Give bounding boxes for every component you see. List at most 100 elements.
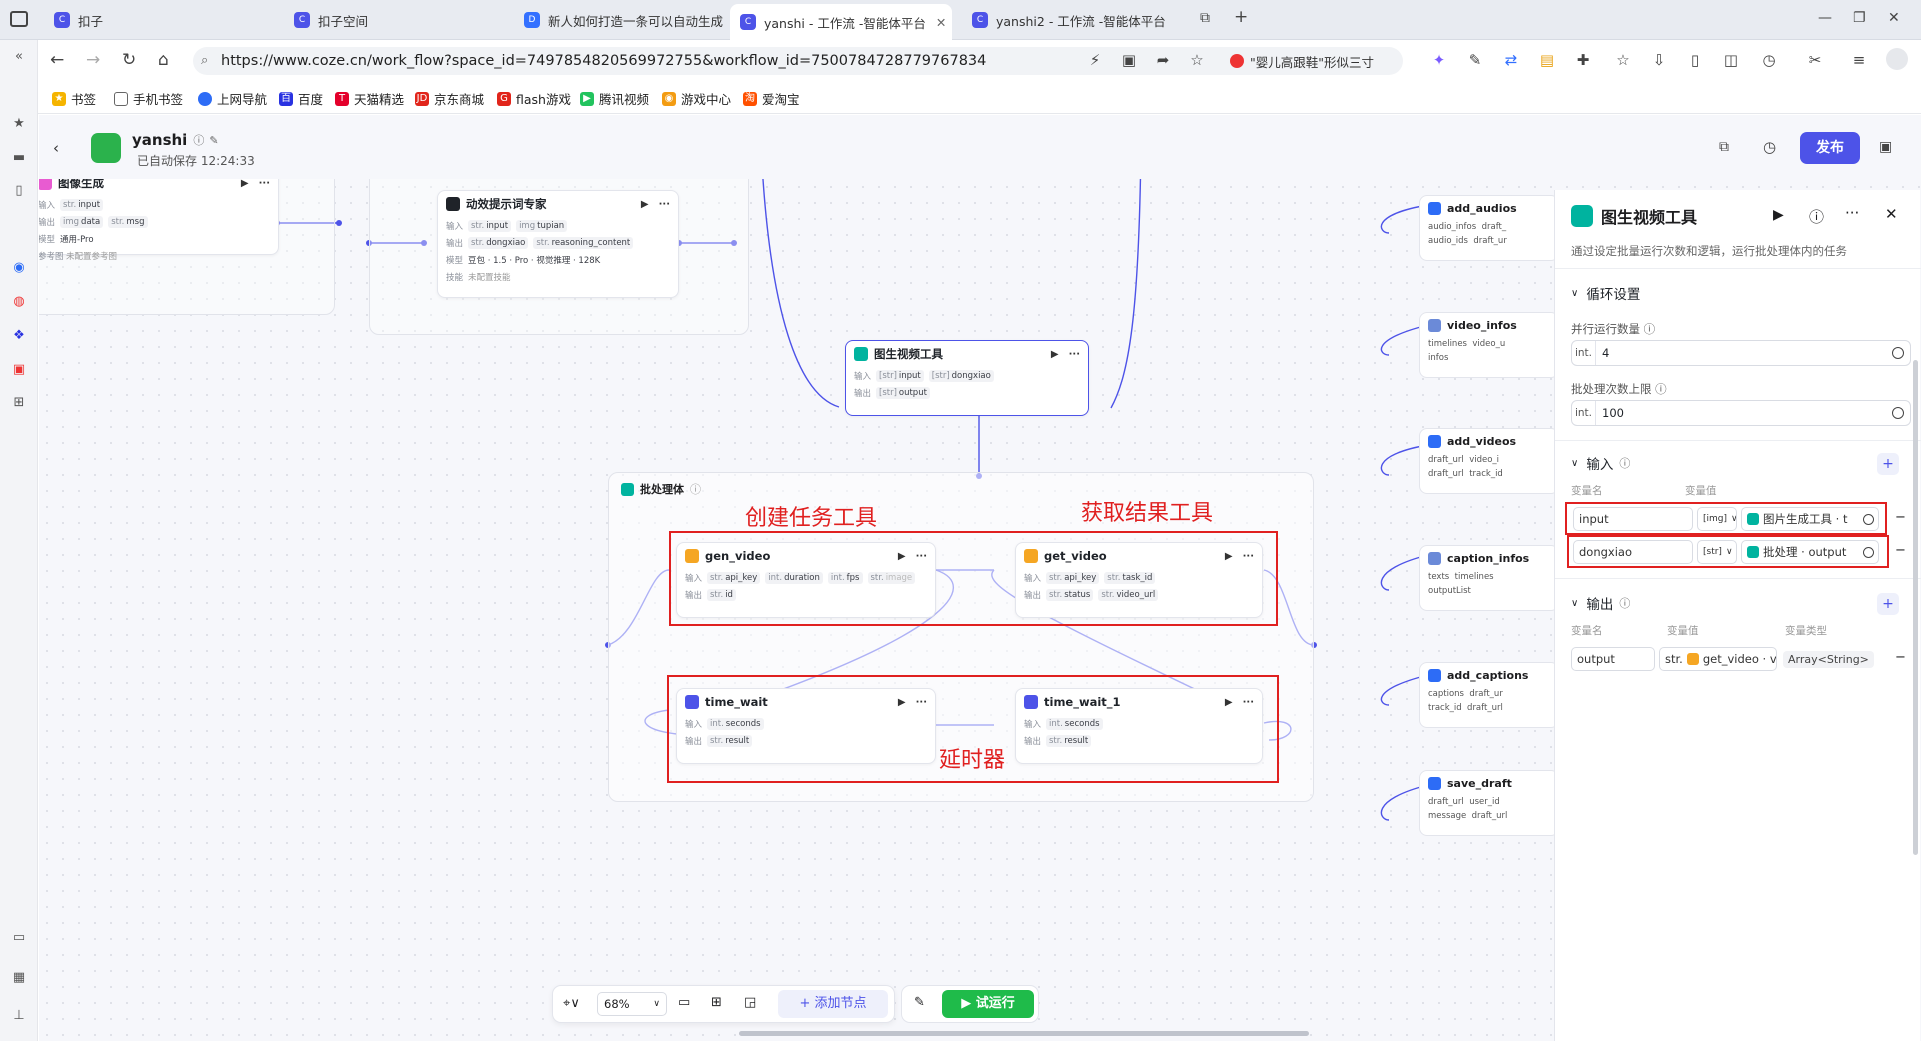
node-image-to-video-batch[interactable]: 图生视频工具▶··· 输入[str]input[str]dongxiao 输出[…	[845, 340, 1089, 416]
pin-icon[interactable]: ⊥	[13, 1008, 25, 1023]
input-ref-field[interactable]: 批处理 · output	[1741, 540, 1879, 564]
panel-scrollbar[interactable]	[1913, 360, 1918, 855]
baidu-paw-icon[interactable]: ❖	[13, 328, 25, 343]
ai-assistant-icon[interactable]: ✦	[1432, 51, 1446, 69]
back-icon[interactable]: ←	[50, 50, 65, 70]
search-hint-box[interactable]: "婴儿高跟鞋"形似三寸	[1230, 49, 1398, 73]
add-output-button[interactable]: +	[1877, 593, 1899, 615]
bookmark-item[interactable]: ▶腾讯视频	[580, 89, 649, 108]
debug-icon[interactable]: ✎	[914, 995, 925, 1010]
help-icon[interactable]: ⓘ	[1809, 208, 1825, 226]
add-node-button[interactable]: + 添加节点	[778, 990, 888, 1018]
menu-icon[interactable]: ≡	[1852, 51, 1866, 69]
bookmark-star-icon[interactable]: ☆	[1616, 51, 1630, 69]
edit-icon[interactable]: ✎	[209, 133, 219, 147]
back-arrow-icon[interactable]: ‹	[53, 139, 59, 157]
window-icon[interactable]: ◫	[1723, 51, 1739, 69]
canvas-scrollbar[interactable]	[739, 1031, 1309, 1036]
favorites-icon[interactable]: ★	[13, 116, 25, 131]
new-tab-icon[interactable]: +	[1234, 7, 1249, 27]
input-ref-field[interactable]: 图片生成工具 · t	[1741, 507, 1879, 531]
test-run-button[interactable]: ▶ 试运行	[942, 990, 1034, 1018]
more-icon[interactable]: ···	[1242, 550, 1254, 562]
phone-icon[interactable]: ▯	[1690, 51, 1700, 69]
node-add-videos[interactable]: add_videos draft_url video_i draft_url t…	[1419, 428, 1559, 494]
parallel-count-input[interactable]: int.4	[1571, 340, 1911, 366]
history-icon[interactable]: ◷	[1762, 51, 1776, 69]
phone-icon[interactable]: ▯	[15, 183, 23, 198]
panel-toggle-icon[interactable]: ▣	[1879, 139, 1893, 155]
url-bar[interactable]: ⌕ https://www.coze.cn/work_flow?space_id…	[193, 47, 1403, 75]
info-icon[interactable]: ⓘ	[193, 134, 205, 147]
output-name-field[interactable]: output	[1571, 647, 1655, 671]
tools-icon[interactable]: ✂	[1808, 51, 1822, 69]
folder-icon[interactable]: ▬	[12, 150, 26, 165]
add-app-icon[interactable]: ⊞	[13, 395, 25, 410]
bookmark-item[interactable]: 手机书签	[114, 89, 183, 108]
favorite-star-icon[interactable]: ☆	[1190, 51, 1204, 69]
run-node-icon[interactable]: ▶	[240, 177, 249, 189]
add-input-button[interactable]: +	[1877, 453, 1899, 475]
copy-icon[interactable]: ⧉	[1719, 139, 1729, 155]
profile-avatar[interactable]	[1886, 48, 1908, 70]
collapse-icon[interactable]: «	[15, 49, 23, 64]
home-icon[interactable]: ⌂	[158, 50, 169, 70]
output-ref-field[interactable]: str.get_video · v	[1659, 647, 1777, 671]
run-node-icon[interactable]: ▶	[1224, 696, 1233, 708]
app-icon[interactable]: ▣	[12, 362, 26, 377]
more-icon[interactable]: ···	[1242, 696, 1254, 708]
zoom-select[interactable]: 68%∨	[597, 992, 667, 1016]
history-icon[interactable]: ◷	[1763, 138, 1777, 156]
run-node-icon[interactable]: ▶	[897, 550, 906, 562]
download-icon[interactable]: ⇩	[1652, 51, 1666, 69]
remove-input-icon[interactable]: −	[1895, 543, 1906, 558]
bookmark-item[interactable]: 淘爱淘宝	[743, 91, 800, 107]
app-icon[interactable]: ◍	[13, 294, 25, 309]
tab-icon[interactable]: ▭	[12, 930, 26, 945]
bookmark-item[interactable]: ★书签	[52, 89, 96, 108]
folder-icon[interactable]: ▤	[1539, 51, 1555, 69]
briefcase-icon[interactable]: ▦	[12, 970, 26, 985]
bookmark-item[interactable]: ◉游戏中心	[662, 89, 731, 108]
sidebar-toggle-icon[interactable]	[10, 11, 28, 27]
input-name-field[interactable]: input	[1573, 507, 1693, 531]
bookmark-item[interactable]: 上网导航	[198, 89, 267, 108]
mouse-mode-icon[interactable]: ⌖∨	[563, 996, 580, 1011]
variable-ref-icon[interactable]	[1892, 407, 1904, 419]
more-icon[interactable]: ···	[915, 696, 927, 708]
input-type-select[interactable]: [str] ∨	[1697, 540, 1737, 564]
bookmark-item[interactable]: 百百度	[279, 91, 324, 107]
more-icon[interactable]: ···	[1845, 204, 1860, 222]
close-window-icon[interactable]: ✕	[1888, 10, 1900, 26]
forward-icon[interactable]: →	[86, 50, 101, 70]
section-loop-settings[interactable]: ∨循环设置	[1571, 287, 1641, 303]
reader-icon[interactable]: ▣	[1121, 51, 1137, 69]
more-icon[interactable]: ···	[1068, 348, 1080, 360]
run-node-icon[interactable]: ▶	[897, 696, 906, 708]
node-add-captions[interactable]: add_captions captions draft_ur track_id …	[1419, 662, 1559, 728]
more-icon[interactable]: ···	[658, 198, 670, 210]
remove-output-icon[interactable]: −	[1895, 650, 1906, 665]
run-node-icon[interactable]: ▶	[640, 198, 649, 210]
node-save-draft[interactable]: save_draft draft_url user_id message dra…	[1419, 770, 1559, 836]
share-icon[interactable]: ➦	[1156, 51, 1170, 69]
close-icon[interactable]: ✕	[1885, 205, 1898, 223]
capture-icon[interactable]: ✎	[1468, 51, 1482, 69]
batch-limit-input[interactable]: int.100	[1571, 400, 1911, 426]
comment-icon[interactable]: ▭	[678, 995, 691, 1010]
minimize-icon[interactable]: —	[1818, 10, 1832, 26]
